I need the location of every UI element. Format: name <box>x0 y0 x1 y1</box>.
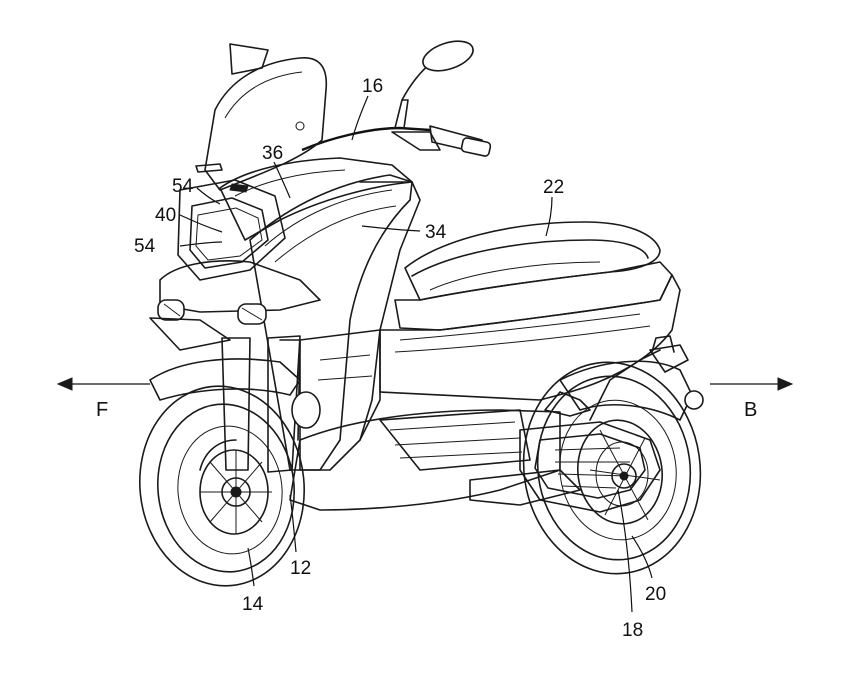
leader-lines <box>179 95 653 613</box>
center-body <box>291 329 381 471</box>
label-16: 16 <box>362 76 383 97</box>
rear-side-panel <box>379 274 681 417</box>
handlebar <box>301 40 492 157</box>
windscreen <box>204 43 328 191</box>
floorboard <box>289 409 581 511</box>
label-36: 36 <box>262 143 283 164</box>
label-14: 14 <box>242 594 264 615</box>
front-headlight-assembly <box>177 163 286 281</box>
back-direction-label: B <box>744 399 757 421</box>
front-direction-label: F <box>96 399 108 421</box>
back-direction-arrow <box>710 377 794 391</box>
label-34: 34 <box>425 222 447 243</box>
rear-wheel <box>522 361 702 575</box>
front-fairing <box>149 260 321 351</box>
reference-numerals: 16 36 54 40 54 22 34 12 14 20 18 <box>134 76 666 641</box>
label-40: 40 <box>155 205 176 226</box>
label-12: 12 <box>290 558 311 579</box>
label-54-upper: 54 <box>172 176 194 197</box>
front-direction-arrow <box>56 377 150 391</box>
rear-swing-arm <box>519 349 661 513</box>
front-wheel <box>138 385 306 587</box>
label-20: 20 <box>645 584 666 605</box>
label-54-lower: 54 <box>134 236 156 257</box>
rear-fender <box>559 335 704 421</box>
label-18: 18 <box>622 620 643 641</box>
label-22: 22 <box>543 177 564 198</box>
front-cover <box>249 174 421 471</box>
